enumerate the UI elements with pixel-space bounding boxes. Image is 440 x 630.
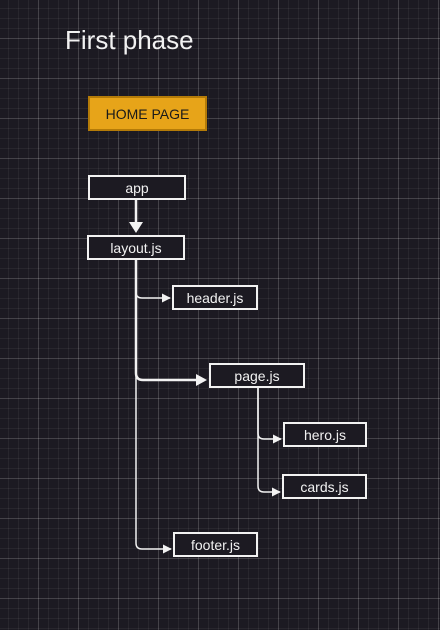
node-app-label: app (125, 179, 149, 196)
home-page-label: HOME PAGE (105, 105, 190, 122)
home-page-box[interactable]: HOME PAGE (88, 96, 207, 131)
edge-app-layout-arrowhead (129, 222, 143, 233)
diagram-title: First phase (65, 25, 194, 55)
edge-page-cards (257, 387, 281, 497)
node-hero[interactable]: hero.js (283, 422, 367, 447)
node-page[interactable]: page.js (209, 363, 305, 388)
node-hero-label: hero.js (303, 426, 347, 443)
node-footer-label: footer.js (190, 536, 241, 553)
node-cards-label: cards.js (300, 478, 349, 495)
node-layout[interactable]: layout.js (87, 235, 185, 260)
node-footer[interactable]: footer.js (173, 532, 258, 557)
node-header-label: header.js (186, 289, 244, 306)
node-cards[interactable]: cards.js (282, 474, 367, 499)
node-header[interactable]: header.js (172, 285, 258, 310)
edge-layout-footer (135, 259, 172, 554)
edge-layout-page-arrowhead (196, 374, 207, 386)
node-app[interactable]: app (88, 175, 186, 200)
node-layout-label: layout.js (110, 239, 162, 256)
edge-page-hero (257, 387, 282, 444)
node-page-label: page.js (234, 367, 280, 384)
edge-layout-header (135, 259, 171, 303)
edge-layout-page (134, 259, 200, 382)
